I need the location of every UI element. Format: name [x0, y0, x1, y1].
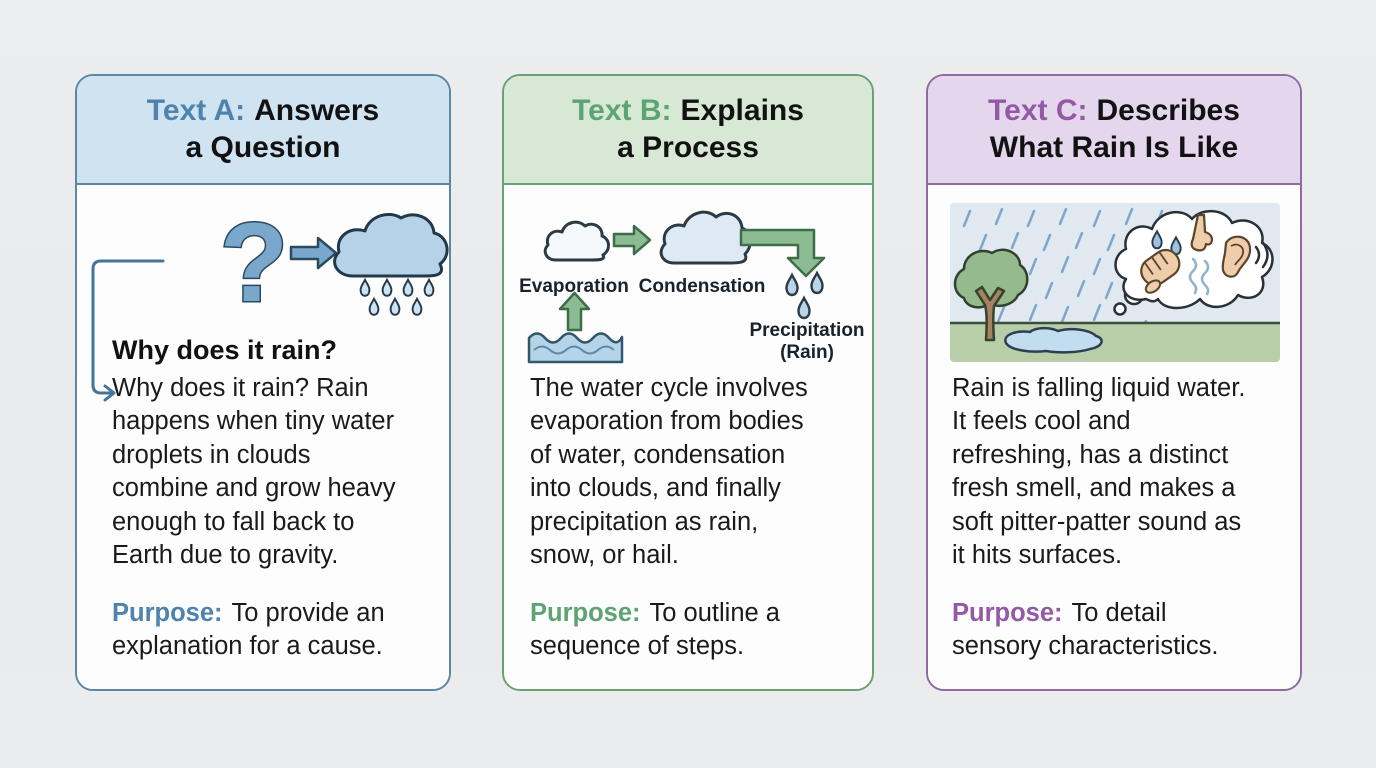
- card-b-title-line1: Text B: Explains: [572, 92, 804, 129]
- label-precipitation: Precipitation: [749, 319, 865, 341]
- hand-icon: [1140, 248, 1181, 294]
- card-a-header: Text A: Answers a Question: [77, 76, 449, 185]
- card-b-title-line2: a Process: [617, 131, 759, 165]
- card-a-purpose: Purpose:To provide an explanation for a …: [112, 597, 443, 664]
- puddle-icon: [1004, 326, 1103, 354]
- card-a-title-line2: a Question: [185, 131, 341, 165]
- card-a-purpose-text: To provide an explanation for a cause.: [112, 598, 385, 661]
- card-text-c: Text C: Describes What Rain Is Like: [926, 74, 1302, 691]
- card-a-purpose-label: Purpose:: [112, 598, 223, 627]
- scent-squiggle-icon: [1188, 257, 1210, 295]
- water-waves-icon: [527, 331, 624, 363]
- card-c-title-rest: Describes: [1096, 94, 1240, 128]
- card-c-purpose: Purpose:To detail sensory characteristic…: [952, 597, 1296, 664]
- card-b-body-text: The water cycle involves evaporation fro…: [530, 373, 808, 570]
- card-a-question-heading: Why does it rain?: [112, 334, 338, 365]
- card-b-title-prefix: Text B:: [572, 94, 672, 128]
- elbow-connector-arrow-icon: [91, 259, 165, 401]
- card-c-body: Rain is falling liquid water. It feels c…: [928, 184, 1300, 689]
- large-cloud-icon: [659, 210, 752, 264]
- card-c-body-text: Rain is falling liquid water. It feels c…: [952, 373, 1246, 570]
- card-text-b: Text B: Explains a Process: [502, 74, 874, 691]
- raindrops-icon: [785, 269, 824, 319]
- card-c-title-line2: What Rain Is Like: [989, 131, 1239, 165]
- card-a-body: ? Why does it rain? Why does it rain? Ra…: [77, 184, 449, 689]
- card-a-title-prefix: Text A:: [146, 94, 246, 128]
- card-b-header: Text B: Explains a Process: [504, 76, 872, 185]
- card-c-header: Text C: Describes What Rain Is Like: [928, 76, 1300, 185]
- up-arrow-icon: [558, 291, 591, 331]
- rain-cloud-icon: [333, 212, 449, 316]
- arrow-right-icon: [612, 224, 652, 255]
- label-condensation: Condensation: [638, 275, 766, 297]
- card-a-title-line1: Text A: Answers: [147, 92, 379, 129]
- elbow-down-arrow-icon: [739, 228, 826, 277]
- question-to-rain-illustration: ?: [91, 198, 449, 401]
- rain-scene-svg: [950, 202, 1280, 362]
- card-c-purpose-text: To detail sensory characteristics.: [952, 598, 1219, 661]
- card-b-purpose-label: Purpose:: [530, 598, 641, 627]
- ear-icon: [1221, 235, 1252, 278]
- label-evaporation: Evaporation: [519, 275, 629, 297]
- card-c-title-line1: Text C: Describes: [988, 92, 1240, 129]
- card-a-body-text: Why does it rain? Rain happens when tiny…: [112, 373, 396, 570]
- nose-icon: [1190, 213, 1214, 251]
- water-cycle-illustration: [527, 210, 826, 363]
- arrow-right-icon: [289, 236, 338, 269]
- thought-bubble-icon: [1113, 209, 1274, 316]
- ground: [950, 321, 1280, 362]
- card-b-title-rest: Explains: [680, 94, 804, 128]
- question-mark-icon: ?: [220, 200, 288, 325]
- card-b-purpose: Purpose:To outline a sequence of steps.: [530, 597, 866, 664]
- card-c-title-prefix: Text C:: [988, 94, 1088, 128]
- label-rain-paren: (Rain): [780, 341, 834, 363]
- rain-scene-illustration: [950, 202, 1280, 362]
- sound-waves-icon: [1254, 241, 1269, 268]
- small-cloud-icon: [543, 220, 610, 261]
- card-b-body: Evaporation Condensation Precipitation (…: [504, 184, 872, 689]
- card-text-a: Text A: Answers a Question ?: [75, 74, 451, 691]
- card-b-purpose-text: To outline a sequence of steps.: [530, 598, 780, 661]
- card-c-purpose-label: Purpose:: [952, 598, 1063, 627]
- card-a-title-rest: Answers: [254, 94, 380, 128]
- tree-icon: [953, 248, 1029, 341]
